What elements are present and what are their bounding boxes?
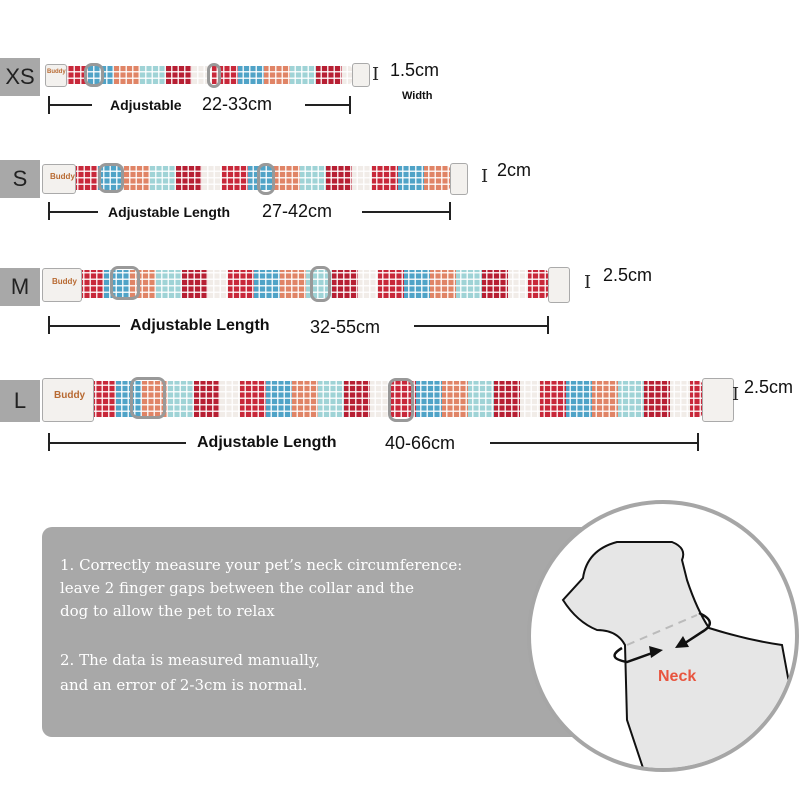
- length-m: 32-55cm: [310, 317, 381, 337]
- width-marker-icon: I: [732, 384, 740, 405]
- tag-name: Buddy: [52, 277, 77, 286]
- length-s: 27-42cm: [262, 201, 333, 221]
- size-label-l: L: [0, 380, 40, 422]
- size-label-m: M: [0, 268, 40, 306]
- tag-name: Buddy: [50, 172, 75, 181]
- length-xs: 22-33cm: [202, 94, 273, 114]
- width-marker-icon: I: [481, 166, 489, 187]
- adjust-label-xs: Adjustable: [110, 97, 182, 113]
- width-caption: Width: [402, 90, 433, 102]
- length-l: 40-66cm: [385, 433, 456, 453]
- size-label-xs: XS: [0, 58, 40, 96]
- dog-neck-diagram: Neck: [527, 500, 799, 772]
- width-xs: 1.5cm: [390, 60, 440, 80]
- adjust-label-l: Adjustable Length: [197, 434, 337, 451]
- note-line: leave 2 finger gaps between the collar a…: [60, 579, 415, 597]
- neck-label: Neck: [658, 668, 697, 685]
- width-l: 2.5cm: [744, 377, 794, 397]
- tag-name: Buddy: [47, 69, 66, 75]
- note-line: dog to allow the pet to relax: [60, 602, 275, 620]
- width-s: 2cm: [497, 160, 532, 180]
- measurement-notes: 1. Correctly measure your pet’s neck cir…: [42, 527, 612, 737]
- adjust-label-m: Adjustable Length: [130, 317, 270, 334]
- width-marker-icon: I: [584, 272, 592, 293]
- note-line: 1. Correctly measure your pet’s neck cir…: [60, 556, 463, 574]
- adjust-label-s: Adjustable Length: [108, 204, 231, 220]
- tag-name: Buddy: [54, 390, 86, 401]
- note-line: 2. The data is measured manually,: [60, 651, 321, 669]
- width-m: 2.5cm: [603, 265, 653, 285]
- size-label-s: S: [0, 160, 40, 198]
- note-line: and an error of 2-3cm is normal.: [60, 676, 308, 694]
- dog-silhouette-icon: [561, 541, 795, 768]
- width-marker-icon: I: [372, 64, 380, 85]
